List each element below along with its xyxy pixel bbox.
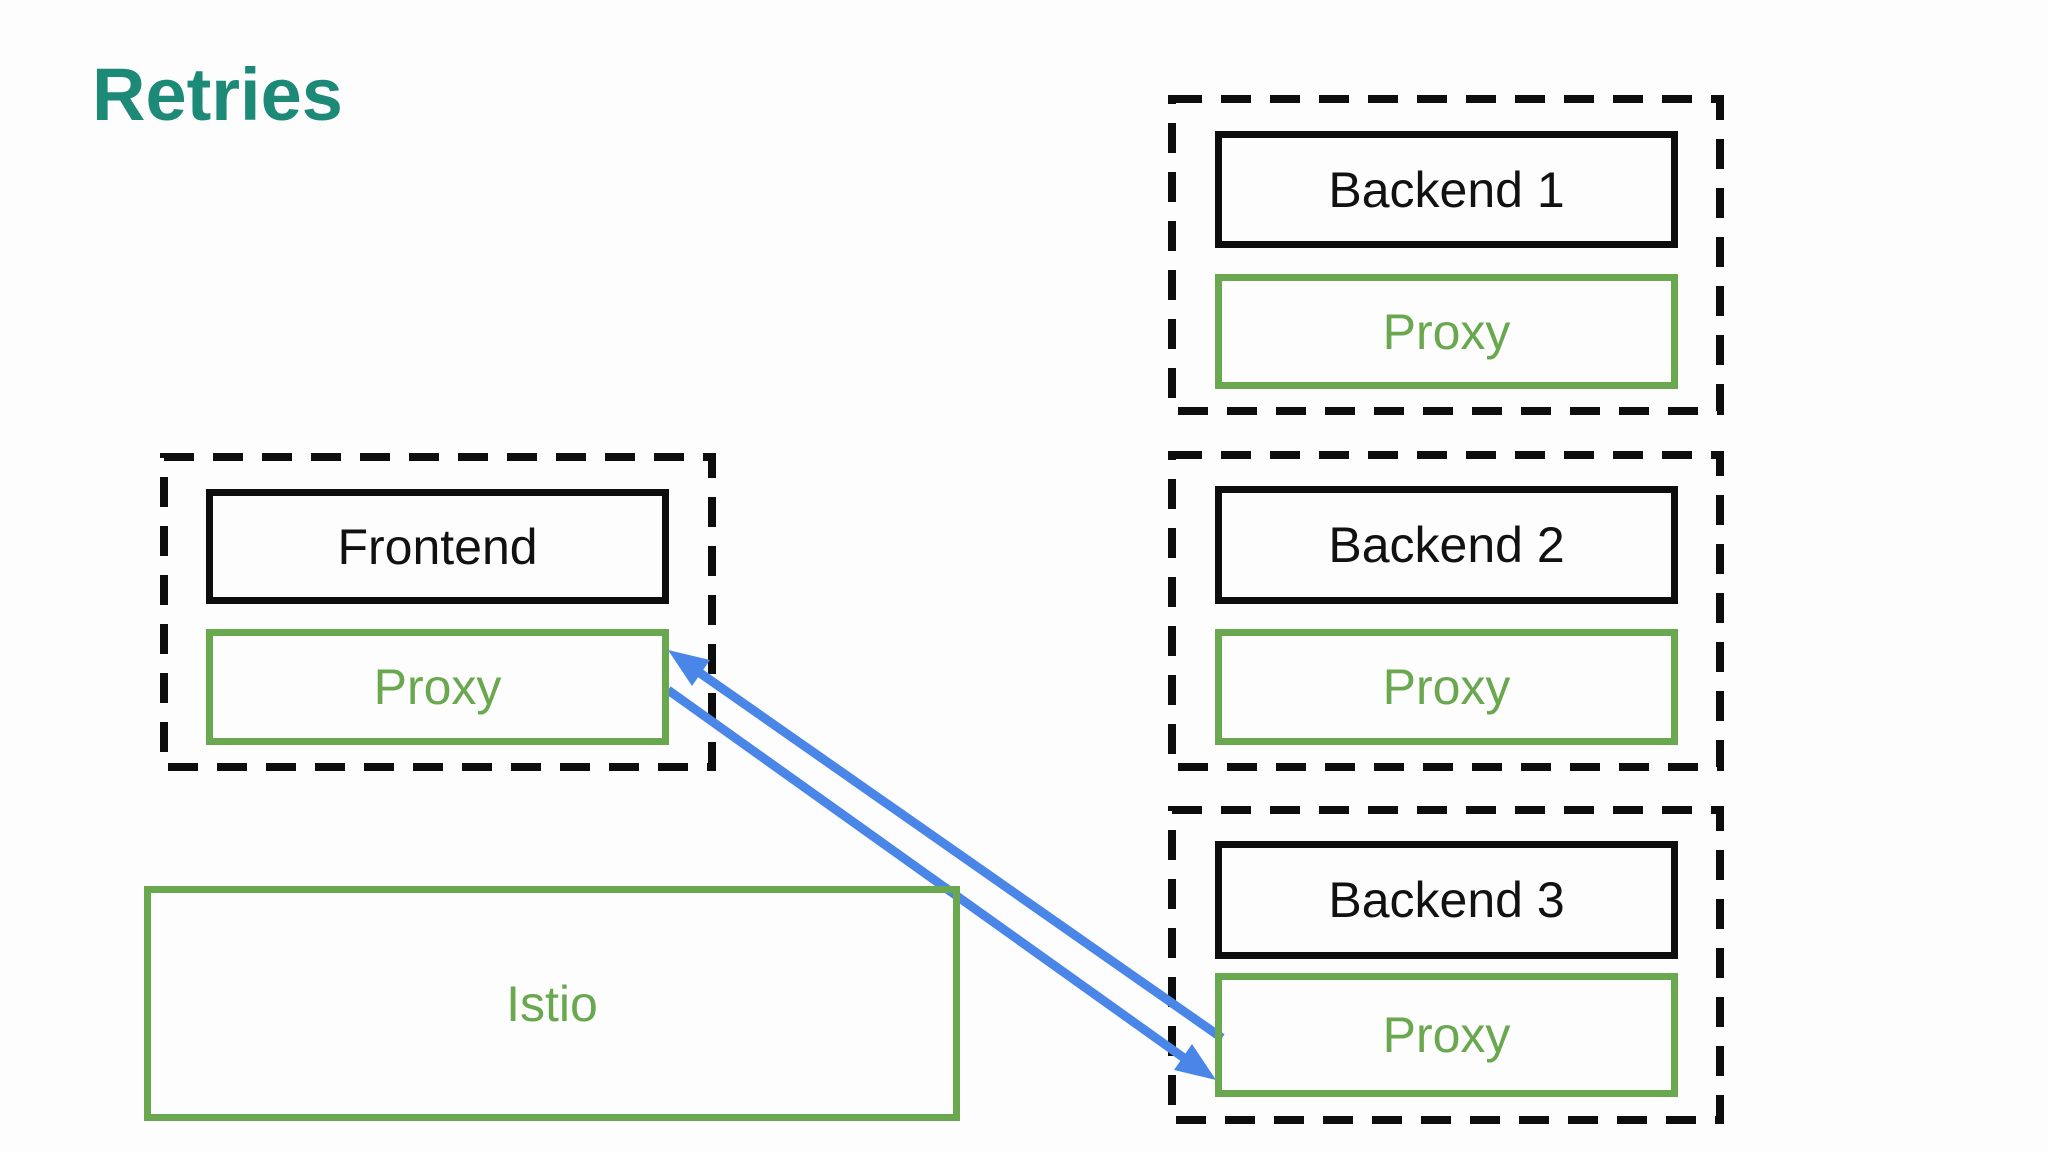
backend-1-pod-border <box>1168 95 1724 415</box>
backend-1-proxy-box: Proxy <box>1215 274 1678 389</box>
istio-box: Istio <box>144 886 960 1121</box>
request-arrowhead <box>1174 1044 1216 1080</box>
backend-1-app-label: Backend 1 <box>1328 161 1565 218</box>
response-arrow-shaft <box>697 669 1225 1042</box>
frontend-app-label: Frontend <box>337 518 538 575</box>
backend-2-app-label: Backend 2 <box>1328 517 1565 573</box>
backend-2-proxy-label: Proxy <box>1382 659 1511 715</box>
backend-3-app-label: Backend 3 <box>1328 872 1565 928</box>
response-arrow-backend3-to-frontend <box>668 650 1225 1042</box>
backend-2-pod-border <box>1168 451 1724 771</box>
backend-3-pod-border <box>1168 806 1724 1124</box>
response-arrowhead <box>668 650 710 686</box>
backend-2-app-box: Backend 2 <box>1215 486 1678 604</box>
request-arrow-shaft <box>665 686 1187 1062</box>
frontend-pod-border <box>160 453 716 771</box>
frontend-proxy-label: Proxy <box>373 659 502 715</box>
backend-2-proxy-box: Proxy <box>1215 629 1678 745</box>
backend-3-proxy-label: Proxy <box>1382 1007 1511 1063</box>
frontend-proxy-box: Proxy <box>206 629 669 745</box>
backend-1-proxy-label: Proxy <box>1382 303 1511 360</box>
istio-label: Istio <box>506 975 598 1032</box>
frontend-app-box: Frontend <box>206 489 669 604</box>
slide-title: Retries <box>92 53 343 136</box>
backend-3-proxy-box: Proxy <box>1215 973 1678 1097</box>
request-arrow-frontend-to-backend3 <box>665 686 1216 1080</box>
backend-1-app-box: Backend 1 <box>1215 131 1678 248</box>
backend-3-app-box: Backend 3 <box>1215 841 1678 959</box>
